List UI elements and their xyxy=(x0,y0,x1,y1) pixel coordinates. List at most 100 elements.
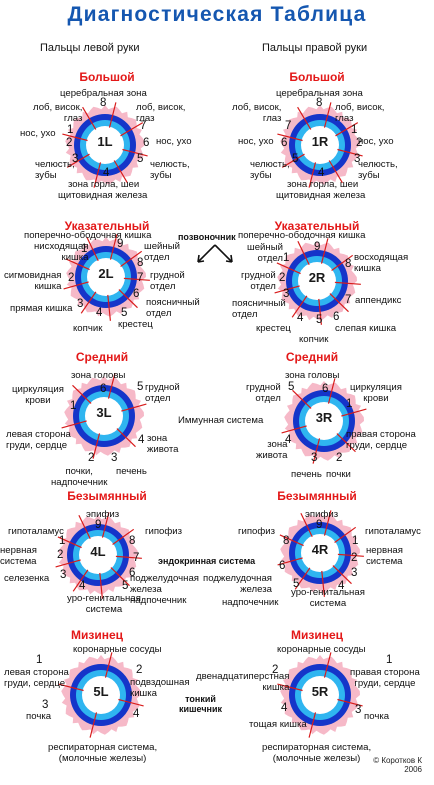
num-5r-4: 4 xyxy=(281,702,288,714)
finger-3l-id: 3L xyxy=(96,405,112,420)
sector-ray xyxy=(323,102,332,128)
label-4r-hypothalamus: гипоталамус xyxy=(365,526,421,537)
num-1r-3: 3 xyxy=(354,153,361,165)
label-3r-kidneys: почки xyxy=(326,469,351,480)
sector-ray xyxy=(292,389,312,409)
finger-halo-graphic xyxy=(58,652,144,738)
sector-ray xyxy=(107,373,116,399)
num-5r-2: 2 xyxy=(272,664,279,676)
num-1r-4: 4 xyxy=(318,167,325,179)
num-3l-2: 2 xyxy=(88,452,95,464)
finger-5l-image: 5L xyxy=(56,650,146,740)
halo-core xyxy=(298,262,336,300)
num-4l-9: 9 xyxy=(95,519,102,531)
sector-ray xyxy=(281,425,307,434)
num-4l-1: 1 xyxy=(59,535,66,547)
sector-ray xyxy=(89,712,98,738)
num-1l-7: 7 xyxy=(140,120,147,132)
num-5l-2: 2 xyxy=(136,664,143,676)
num-4l-4: 4 xyxy=(79,580,86,592)
label-1l-jaw-right: челюсть,зубы xyxy=(150,159,190,181)
num-5l-3: 3 xyxy=(42,699,49,711)
num-3l-6: 6 xyxy=(100,383,107,395)
sector-ray xyxy=(118,289,138,309)
label-3l-liver: печень xyxy=(116,466,147,477)
sector-ray xyxy=(331,254,354,271)
finger-4l-id: 4L xyxy=(90,544,106,559)
label-3l-head-zone: зона головы xyxy=(71,370,126,381)
label-1r-throat: зона горла, шеи xyxy=(287,179,359,190)
num-2r-4: 4 xyxy=(297,312,304,324)
num-3r-5: 5 xyxy=(288,381,295,393)
sector-ray xyxy=(120,122,144,137)
endocrine-label: эндокринная система xyxy=(158,556,256,566)
num-4r-5: 5 xyxy=(293,578,300,590)
sector-ray xyxy=(277,557,303,566)
label-2r-transverse-colon: поперечно-ободочная кишка xyxy=(238,230,366,241)
num-1l-5: 5 xyxy=(137,153,144,165)
halo-core xyxy=(301,676,339,714)
sector-ray xyxy=(279,534,304,547)
finger-name-left-2: Указательный xyxy=(64,219,150,233)
sector-ray xyxy=(337,148,363,157)
num-2r-1: 1 xyxy=(283,252,290,264)
label-1l-thyroid: щитовидная железа xyxy=(58,190,148,201)
label-1l-nose-left: нос, ухо xyxy=(20,128,56,139)
label-3r-liver: печень xyxy=(291,469,322,480)
num-2l-7: 7 xyxy=(137,272,144,284)
label-2l-sacrum: крестец xyxy=(118,319,153,330)
sector-ray xyxy=(122,148,148,157)
num-1l-2: 2 xyxy=(66,137,73,149)
halo-core xyxy=(86,126,124,164)
num-3r-4: 4 xyxy=(285,434,292,446)
sector-ray xyxy=(318,298,322,325)
num-4r-3: 3 xyxy=(351,567,358,579)
sector-ray xyxy=(61,420,87,429)
num-5l-1: 1 xyxy=(36,654,43,666)
sector-ray xyxy=(323,652,332,678)
sector-ray xyxy=(277,683,303,692)
label-1r-nose-left: нос, ухо xyxy=(238,136,274,147)
num-4r-2: 2 xyxy=(351,552,358,564)
sector-ray xyxy=(276,262,301,275)
num-4r-9: 9 xyxy=(316,519,323,531)
label-5r-kidney: почка xyxy=(364,711,390,722)
num-3r-2: 2 xyxy=(336,452,343,464)
num-2r-3: 3 xyxy=(283,288,290,300)
label-4r-pituitary: гипофиз xyxy=(238,526,276,537)
sector-ray xyxy=(65,258,90,271)
sector-ray xyxy=(327,378,336,404)
label-2l-transverse-colon: поперечно-ободочная кишка xyxy=(24,230,152,241)
finger-halo-graphic xyxy=(277,652,363,738)
finger-3l-image: 3L xyxy=(59,371,149,461)
num-1r-2: 2 xyxy=(356,137,363,149)
right-hand-header: Пальцы правой руки xyxy=(262,42,368,54)
num-4r-4: 4 xyxy=(338,580,345,592)
label-5r-jejunum: тощая кишка xyxy=(249,719,307,730)
num-2l-4: 4 xyxy=(96,307,103,319)
num-2r-8: 8 xyxy=(345,258,352,270)
halo-core xyxy=(82,676,120,714)
label-1r-jaw-left: челюсть,зубы xyxy=(250,159,290,181)
sector-ray xyxy=(341,408,367,417)
num-2l-8: 8 xyxy=(137,257,144,269)
halo-core xyxy=(79,536,117,574)
finger-5r-image: 5R xyxy=(275,650,365,740)
sector-ray xyxy=(58,683,84,692)
finger-3r-id: 3R xyxy=(315,410,333,425)
label-2r-cecum: слепая кишка xyxy=(335,323,397,334)
sector-ray xyxy=(320,238,329,264)
sector-ray xyxy=(337,553,364,557)
finger-name-right-4: Безымянный xyxy=(277,489,357,503)
sector-ray xyxy=(312,438,321,464)
